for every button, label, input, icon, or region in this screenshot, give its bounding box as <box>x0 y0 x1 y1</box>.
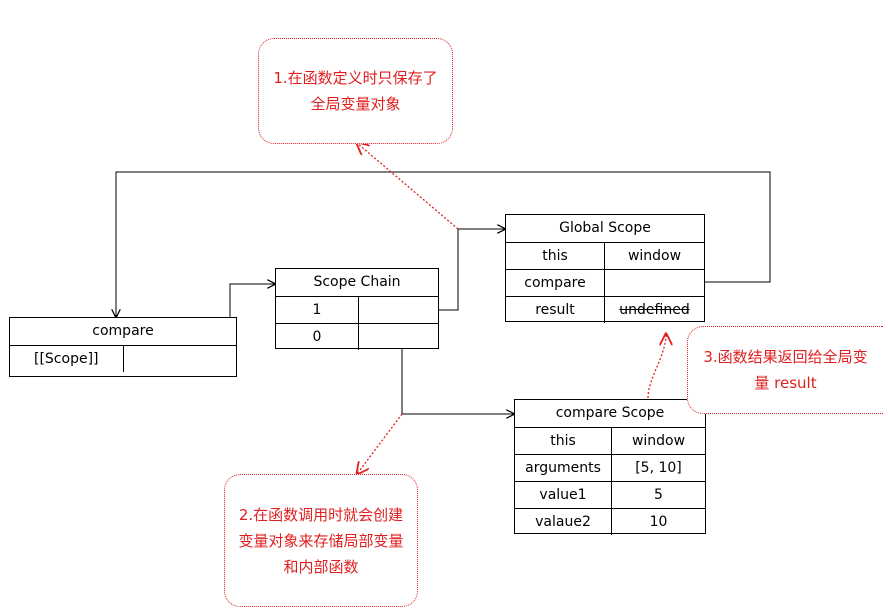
note-3-text: 3.函数结果返回给全局变量 result <box>703 348 868 392</box>
global-scope-row: compare <box>506 269 704 296</box>
note-2-invocation: 2.在函数调用时就会创建变量对象来存储局部变量和内部函数 <box>224 474 418 607</box>
local-var-name: arguments <box>525 460 601 476</box>
global-var-name: compare <box>524 275 586 291</box>
compare-scope-title: compare Scope <box>555 405 665 421</box>
compare-function-title: compare <box>92 323 154 339</box>
local-var-name: valaue2 <box>535 514 591 530</box>
global-scope-title: Global Scope <box>559 220 651 236</box>
compare-scope-row: this window <box>515 427 705 454</box>
scope-chain-index-1: 1 <box>312 302 322 318</box>
note-1-definition: 1.在函数定义时只保存了全局变量对象 <box>258 38 453 144</box>
global-scope-row: this window <box>506 242 704 269</box>
global-scope-row: result undefined <box>506 296 704 323</box>
global-scope-box: Global Scope this window compare result … <box>505 214 705 323</box>
note3-arrow <box>647 334 666 399</box>
local-var-value: 10 <box>611 509 705 535</box>
local-var-value: 5 <box>611 482 705 508</box>
local-var-value: window <box>611 428 705 454</box>
scope-chain-row-1: 1 <box>276 296 438 323</box>
scope-chain-index-0: 0 <box>312 329 322 345</box>
scope-label: [[Scope]] <box>34 351 99 367</box>
scope-chain-pointer-1 <box>358 297 438 323</box>
global-var-value: window <box>604 243 704 269</box>
compare-scope-row: arguments [5, 10] <box>515 454 705 481</box>
global-var-name: result <box>535 302 575 318</box>
scope-chain-box: Scope Chain 1 0 <box>275 268 439 350</box>
global-var-name: this <box>542 248 568 264</box>
scope-pointer-cell <box>122 346 237 372</box>
scope-chain-pointer-0 <box>358 324 438 350</box>
compare-scope-row: [[Scope]] <box>10 345 236 372</box>
global-var-value <box>604 270 704 296</box>
compare-scope-row: value1 5 <box>515 481 705 508</box>
note2-arrow <box>357 413 403 474</box>
note-2-text: 2.在函数调用时就会创建变量对象来存储局部变量和内部函数 <box>238 505 404 576</box>
note-3-result: 3.函数结果返回给全局变量 result <box>687 326 883 414</box>
compare-scope-box: compare Scope this window arguments [5, … <box>514 399 706 535</box>
scope-chain-row-0: 0 <box>276 323 438 350</box>
scope-chain-title: Scope Chain <box>313 274 401 290</box>
compare-function-box: compare [[Scope]] <box>9 317 237 377</box>
local-var-name: this <box>550 433 576 449</box>
compare-scope-row: valaue2 10 <box>515 508 705 535</box>
global-var-value: undefined <box>604 297 704 323</box>
local-var-name: value1 <box>539 487 587 503</box>
local-var-value: [5, 10] <box>611 455 705 481</box>
note1-arrow <box>357 143 459 230</box>
note-1-text: 1.在函数定义时只保存了全局变量对象 <box>273 69 438 113</box>
arrow-global-compare-to-function <box>116 171 771 317</box>
